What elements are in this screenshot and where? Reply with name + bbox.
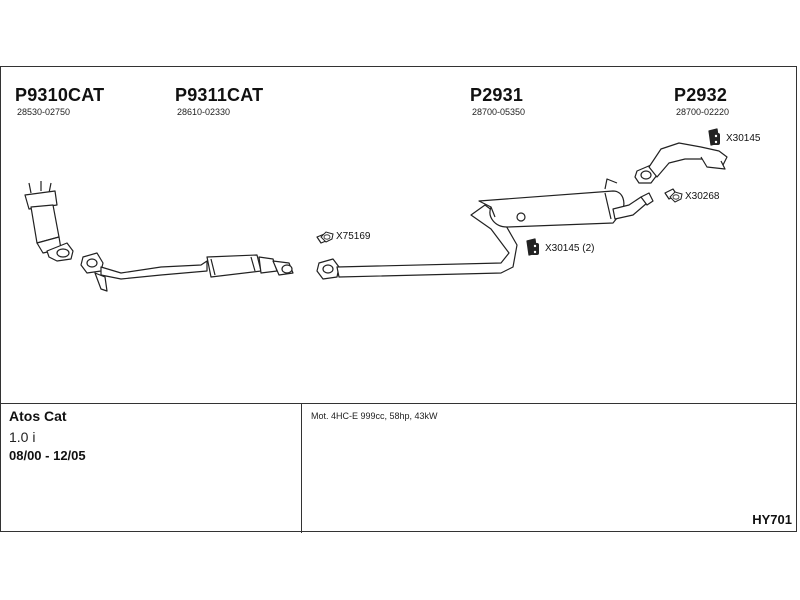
gasket-icon [669,190,683,203]
part-number-p2932[interactable]: P2932 [674,85,728,105]
part-number-p9310cat[interactable]: P9310CAT [15,85,105,105]
fitting-label-x30145[interactable]: X30145 [726,133,761,144]
part-number-p2931[interactable]: P2931 [470,85,524,105]
oem-number-p9311cat: 28610-02330 [177,107,231,117]
info-divider-horizontal [1,403,796,404]
rubber-hanger-icon [710,132,722,145]
front-pipe-catalyst-drawing[interactable] [80,252,294,292]
oem-number-p9310cat: 28530-02750 [17,107,71,117]
gasket-icon [320,230,334,243]
fitting-label-x75169[interactable]: X75169 [336,231,371,242]
info-divider-vertical [301,403,302,533]
engine-size: 1.0 i [9,429,36,445]
engine-description: Mot. 4HC-E 999cc, 58hp, 43kW [311,411,438,421]
oem-number-p2932: 28700-02220 [676,107,730,117]
manifold-catalyst-drawing[interactable] [24,181,74,262]
rear-silencer-drawing[interactable] [316,178,654,280]
fitting-label-x30268[interactable]: X30268 [685,191,720,202]
tail-pipe-drawing[interactable] [634,142,728,184]
diagram-code: HY701 [752,512,792,527]
diagram-frame: P9310CAT 28530-02750 P9311CAT 28610-0233… [0,66,797,533]
oem-number-p2931: 28700-05350 [472,107,526,117]
fitting-label-x30145-2[interactable]: X30145 (2) [545,243,595,254]
vehicle-model: Atos Cat [9,408,67,424]
production-years: 08/00 - 12/05 [9,448,86,463]
exhaust-system-drawing [24,128,728,292]
part-number-p9311cat[interactable]: P9311CAT [175,85,264,105]
rubber-hanger-icon [529,242,541,255]
